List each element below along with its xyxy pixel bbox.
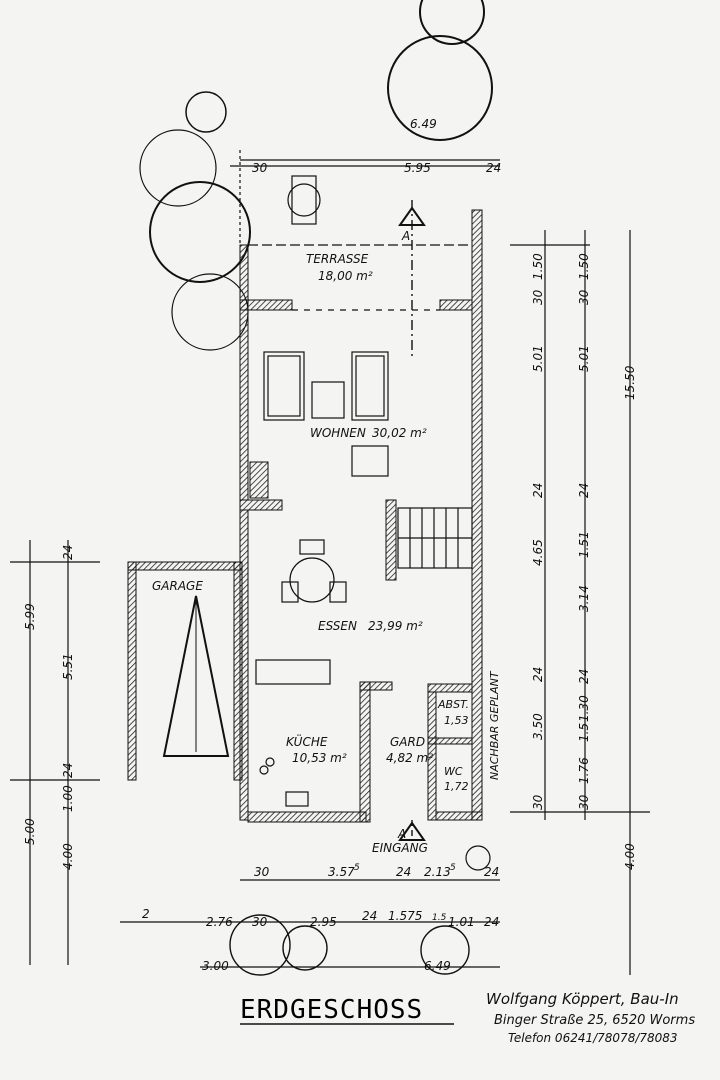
kueche-area: 10,53 m² — [292, 751, 347, 765]
dim-b2-4: 24 — [362, 909, 377, 923]
dimension-texts: 30 5.95 24 1.50 30 5.01 24 4.65 24 3.50 … — [23, 161, 637, 973]
kueche-name: KÜCHE — [286, 733, 328, 749]
dim-ri-8: 1.5 — [577, 723, 591, 742]
dim-ri-9: 1.76 — [577, 757, 591, 784]
dim-top-c: 24 — [486, 161, 501, 175]
dim-li-0: 24 — [61, 545, 75, 560]
dim-rm-6: 3.50 — [531, 713, 545, 740]
dim-li-1: 5.51 — [61, 653, 75, 680]
terrace-lines — [239, 150, 500, 311]
tree-bottom-1 — [229, 914, 291, 976]
walls — [239, 209, 483, 823]
dim-rm-1: 30 — [531, 289, 545, 305]
dim-top-b: 5.95 — [404, 161, 431, 175]
section-marker-top: A — [401, 229, 410, 243]
furniture — [255, 351, 389, 807]
dim-lo-1: 5.00 — [23, 818, 37, 845]
tree-label-bottom: 6.49 — [424, 959, 451, 973]
dim-b3-0: 3.00 — [202, 959, 229, 973]
dim-ri-2: 5.01 — [577, 345, 591, 372]
dim-rm-5: 24 — [531, 667, 545, 682]
dim-ro-0: 15.50 — [623, 365, 637, 400]
plan-title: ERDGESCHOSS — [240, 995, 423, 1025]
tree-left-4 — [171, 273, 249, 351]
dim-ri-6: 24 — [577, 669, 591, 684]
dim-b2-8: 24 — [484, 915, 499, 929]
dim-ro-1: 4.00 — [623, 843, 637, 870]
terrasse-name: TERRASSE — [306, 252, 369, 266]
stairs — [397, 507, 473, 569]
tree-left — [149, 181, 251, 283]
eingang-name: EINGANG — [372, 841, 428, 855]
tree-top-small — [419, 0, 485, 45]
garage — [127, 561, 243, 781]
room-labels: TERRASSE 18,00 m² WOHNEN 30,02 m² ESSEN … — [152, 252, 501, 855]
terrasse-area: 18,00 m² — [318, 269, 373, 283]
dim-b2-1: 2.76 — [206, 915, 233, 929]
tree-top — [387, 35, 493, 141]
tree-left-2 — [139, 129, 217, 207]
dim-b1-3: 24 — [396, 865, 411, 879]
dim-ri-7: 1.30 — [577, 695, 591, 722]
dim-ri-3: 24 — [577, 483, 591, 498]
tree-bottom-2 — [282, 925, 328, 971]
dimension-lines — [10, 165, 650, 975]
tree-label-top: 6.49 — [410, 117, 437, 131]
abst-name: ABST. — [437, 698, 469, 711]
dim-ri-1: 30 — [577, 289, 591, 305]
gard-name: GARD — [390, 735, 425, 749]
section-marker-bottom: A — [397, 827, 406, 841]
dim-ri-0: 1.50 — [577, 253, 591, 280]
dim-b1-0: 30 — [254, 865, 270, 879]
dim-rm-4: 4.65 — [531, 539, 545, 566]
garage-name: GARAGE — [152, 579, 203, 593]
dim-rm-2: 5.01 — [531, 345, 545, 372]
architect-phone: Telefon 06241/78078/78083 — [508, 1031, 678, 1045]
abst-area: 1,53 — [444, 714, 469, 727]
gard-area: 4,82 m² — [386, 751, 433, 765]
dim-rm-3: 24 — [531, 483, 545, 498]
section-line — [398, 200, 426, 841]
dim-rm-7: 30 — [531, 794, 545, 810]
dim-b1-5: 5 — [450, 863, 456, 873]
architect-address: Binger Straße 25, 6520 Worms — [494, 1013, 695, 1028]
architect-name: Wolfgang Köppert, Bau-In — [486, 990, 679, 1008]
dim-b1-6: 24 — [484, 865, 499, 879]
dim-li-3: 1.00 — [61, 785, 75, 812]
dim-rm-0: 1.50 — [531, 253, 545, 280]
trees — [139, 0, 493, 976]
dim-b1-1: 3.57 — [328, 865, 355, 879]
tree-bottom-4 — [465, 845, 491, 871]
dim-li-4: 4.00 — [61, 843, 75, 870]
wc-area: 1,72 — [444, 780, 469, 793]
wohnen-name: WOHNEN — [310, 426, 366, 440]
tree-bottom-3 — [420, 925, 470, 975]
tree-left-3 — [185, 91, 227, 133]
wohnen-area: 30,02 m² — [372, 426, 427, 440]
dim-lo-0: 5.99 — [23, 603, 37, 630]
dim-b2-7: 1.01 — [448, 915, 475, 929]
dim-b2-3: 2.95 — [310, 915, 337, 929]
dim-top-a: 30 — [252, 161, 268, 175]
dim-li-2: 24 — [61, 763, 75, 778]
nachbar-label: NACHBAR GEPLANT — [488, 670, 501, 780]
dim-b2-6: 1.5 — [432, 913, 447, 923]
wc-name: WC — [444, 765, 463, 778]
essen-area: 23,99 m² — [368, 619, 423, 633]
dim-ri-5: 3.14 — [577, 585, 591, 612]
dim-b1-4: 2.13 — [424, 865, 451, 879]
dim-ri-4: 1.51 — [577, 531, 591, 558]
dim-b2-5: 1.575 — [388, 909, 422, 923]
dim-ri-10: 30 — [577, 794, 591, 810]
dim-b2-2: 30 — [252, 915, 268, 929]
essen-name: ESSEN — [318, 619, 357, 633]
dim-b1-2: 5 — [354, 863, 360, 873]
dim-b2-0: 2 — [142, 907, 150, 921]
